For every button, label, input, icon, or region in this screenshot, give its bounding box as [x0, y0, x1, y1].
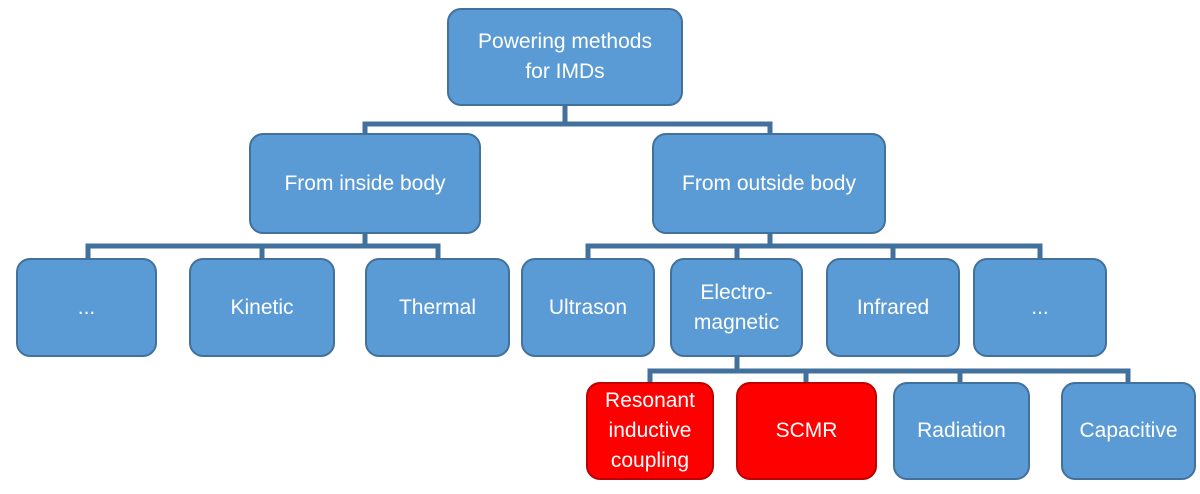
- connector-inside-to-thermal: [365, 243, 441, 260]
- node-electromagnetic: Electro- magnetic: [670, 258, 803, 357]
- node-inside-more-label: ...: [77, 295, 96, 319]
- node-from-inside-body-label: From inside body: [284, 171, 446, 195]
- node-thermal: Thermal: [365, 258, 510, 357]
- node-outside-more-label: ...: [1031, 295, 1049, 319]
- node-thermal-label: Thermal: [398, 295, 477, 319]
- node-ultrason: Ultrason: [521, 258, 655, 357]
- node-kinetic-label: Kinetic: [230, 295, 294, 319]
- connector-em-to-children: [647, 355, 740, 384]
- node-radiation-label: Radiation: [917, 419, 1006, 442]
- node-electromagnetic-label: Electro- magnetic: [693, 280, 780, 334]
- node-root-label: Powering methods for IMDs: [478, 30, 652, 83]
- connector-root-to-outside: [565, 121, 773, 135]
- node-from-inside-body: From inside body: [249, 133, 481, 234]
- node-scmr: SCMR: [736, 382, 877, 480]
- connector-outside-to-children: [585, 232, 773, 260]
- node-capacitive-label: Capacitive: [1079, 419, 1178, 442]
- node-infrared-label: Infrared: [856, 295, 930, 319]
- connector-outside-to-more: [770, 243, 1043, 260]
- node-radiation: Radiation: [893, 382, 1030, 480]
- node-root: Powering methods for IMDs: [447, 8, 683, 106]
- connector-outside-to-em: [734, 243, 770, 260]
- connector-inside-to-children: [85, 232, 368, 260]
- node-capacitive: Capacitive: [1061, 382, 1196, 480]
- connector-em-to-capacitive: [737, 368, 1131, 384]
- node-from-outside-body: From outside body: [652, 133, 886, 234]
- node-ultrason-label: Ultrason: [548, 295, 628, 319]
- node-infrared: Infrared: [826, 258, 960, 357]
- node-outside-more: ...: [973, 258, 1107, 357]
- connector-root-to-level1: [362, 105, 568, 135]
- node-from-outside-body-label: From outside body: [682, 171, 856, 195]
- node-scmr-label: SCMR: [775, 419, 838, 442]
- connector-inside-to-kinetic: [259, 243, 365, 260]
- node-resonant-inductive-coupling: Resonant inductive coupling: [586, 382, 714, 480]
- node-resonant-inductive-coupling-label: Resonant inductive coupling: [605, 389, 695, 472]
- node-kinetic: Kinetic: [189, 258, 335, 357]
- node-inside-more: ...: [16, 258, 157, 357]
